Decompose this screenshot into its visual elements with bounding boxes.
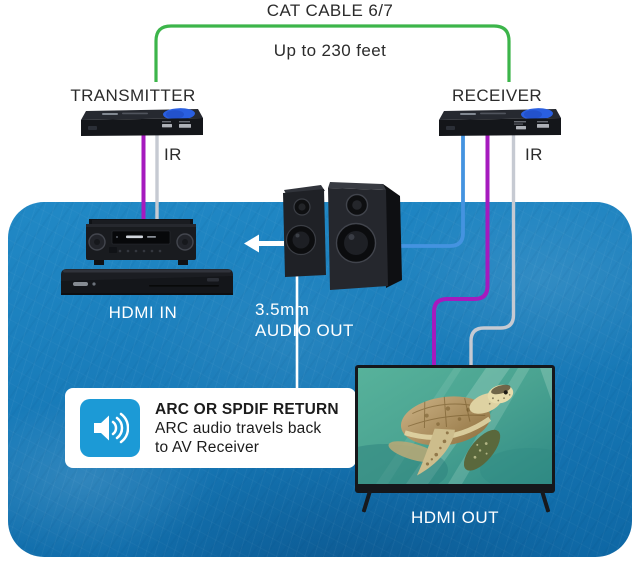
audio-out-label-line2: AUDIO OUT <box>255 321 354 340</box>
receiver-label: RECEIVER <box>451 86 543 105</box>
audio-out-label-line1: 3.5mm <box>255 300 310 319</box>
right-speaker <box>328 182 402 290</box>
info-box-title: ARC OR SPDIF RETURN <box>155 400 339 418</box>
receiver-ir-label: IR <box>525 145 543 164</box>
distance-label: Up to 230 feet <box>273 41 387 60</box>
transmitter-label: TRANSMITTER <box>70 86 196 105</box>
av-receiver-image <box>86 219 196 265</box>
media-player-image <box>61 269 233 295</box>
transmitter-ir-label: IR <box>164 145 182 164</box>
sea-turtle <box>388 384 514 476</box>
receiver-device <box>439 108 561 136</box>
speaker-sound-icon <box>80 399 140 457</box>
transmitter-device <box>81 108 203 136</box>
speakers-image <box>283 182 402 290</box>
hdmi-out-label: HDMI OUT <box>410 508 500 527</box>
info-box-line1: ARC audio travels back <box>155 419 322 437</box>
cat-cable-label: CAT CABLE 6/7 <box>266 1 394 20</box>
tv-screen <box>358 368 552 484</box>
arc-info-box: ARC OR SPDIF RETURN ARC audio travels ba… <box>65 388 356 468</box>
turtle-picture <box>358 368 552 484</box>
speaker-sound-glyph <box>94 412 129 444</box>
hdmi-in-label: HDMI IN <box>108 303 178 322</box>
tv-image <box>355 365 555 493</box>
left-speaker <box>283 185 326 277</box>
info-box-line2: to AV Receiver <box>155 438 260 456</box>
